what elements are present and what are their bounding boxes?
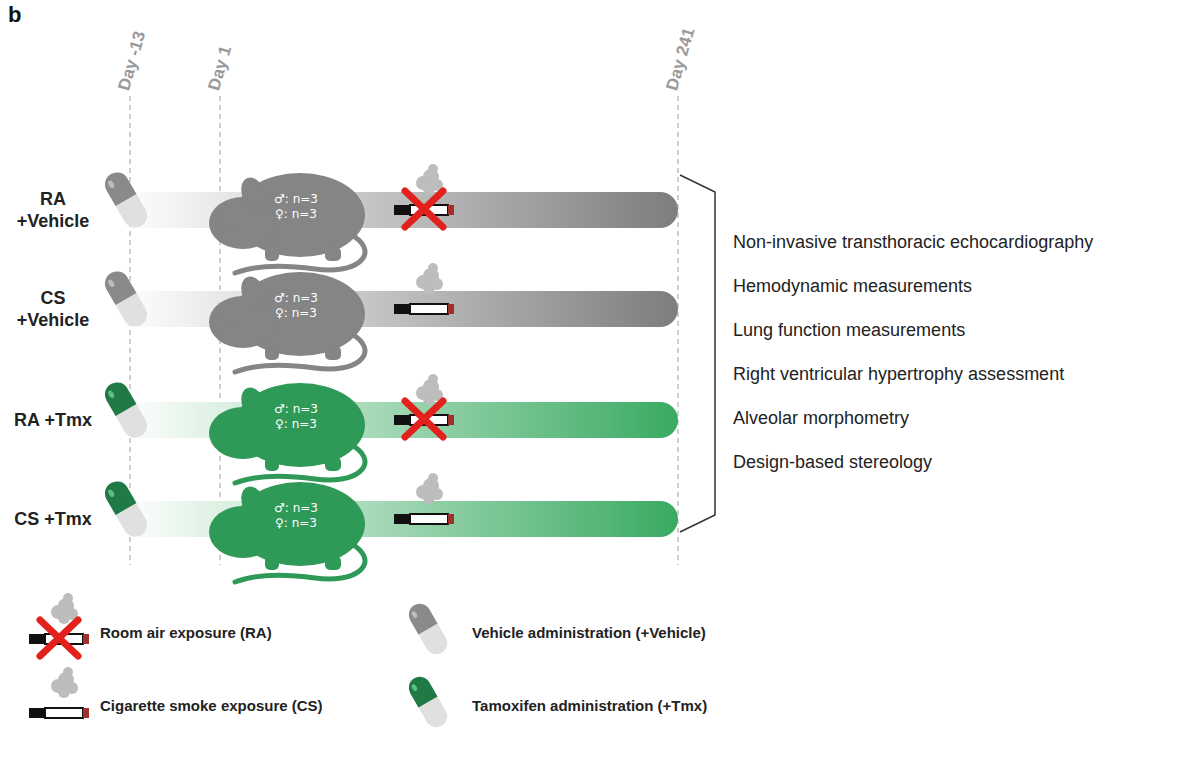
group-size: ♂: n=3 (248, 192, 344, 207)
measurement-item: Alveolar morphometry (733, 408, 909, 429)
day-line (130, 96, 678, 565)
measurement-item: Lung function measurements (733, 320, 965, 341)
panel-letter: b (8, 2, 21, 28)
bracket (680, 175, 715, 532)
group-size: ♂: n=3 (248, 501, 344, 516)
group-label: CS +Tmx (6, 508, 100, 530)
measurement-item: Hemodynamic measurements (733, 276, 972, 297)
legend-text: Cigarette smoke exposure (CS) (100, 697, 323, 714)
measurement-item: Non-invasive transthoracic echocardiogra… (733, 232, 1093, 253)
day-label: Day 1 (204, 44, 236, 93)
mouse-node: ♂: n=3♀: n=3 (248, 402, 344, 432)
mouse-node: ♂: n=3♀: n=3 (248, 501, 344, 531)
legend-text: Tamoxifen administration (+Tmx) (472, 697, 707, 714)
group-label: CS +Vehicle (6, 287, 100, 331)
mouse-node: ♂: n=3♀: n=3 (248, 291, 344, 321)
group-row (101, 263, 678, 372)
measurement-item: Right ventricular hypertrophy assessment (733, 364, 1064, 385)
group-row (101, 164, 678, 273)
legend-text: Vehicle administration (+Vehicle) (472, 624, 706, 641)
group-size: ♀: n=3 (248, 306, 344, 321)
legend-text: Room air exposure (RA) (100, 624, 272, 641)
group-size: ♀: n=3 (248, 516, 344, 531)
legend-icon (29, 593, 451, 731)
day-label: Day -13 (114, 29, 150, 93)
group-label: RA +Vehicle (6, 188, 100, 232)
group-size: ♀: n=3 (248, 417, 344, 432)
group-label: RA +Tmx (6, 409, 100, 431)
group-row (101, 473, 678, 582)
group-size: ♂: n=3 (248, 291, 344, 306)
mouse-node: ♂: n=3♀: n=3 (248, 192, 344, 222)
measurement-item: Design-based stereology (733, 452, 932, 473)
group-size: ♂: n=3 (248, 402, 344, 417)
group-row (101, 374, 678, 483)
group-size: ♀: n=3 (248, 207, 344, 222)
day-label: Day 241 (662, 25, 699, 92)
